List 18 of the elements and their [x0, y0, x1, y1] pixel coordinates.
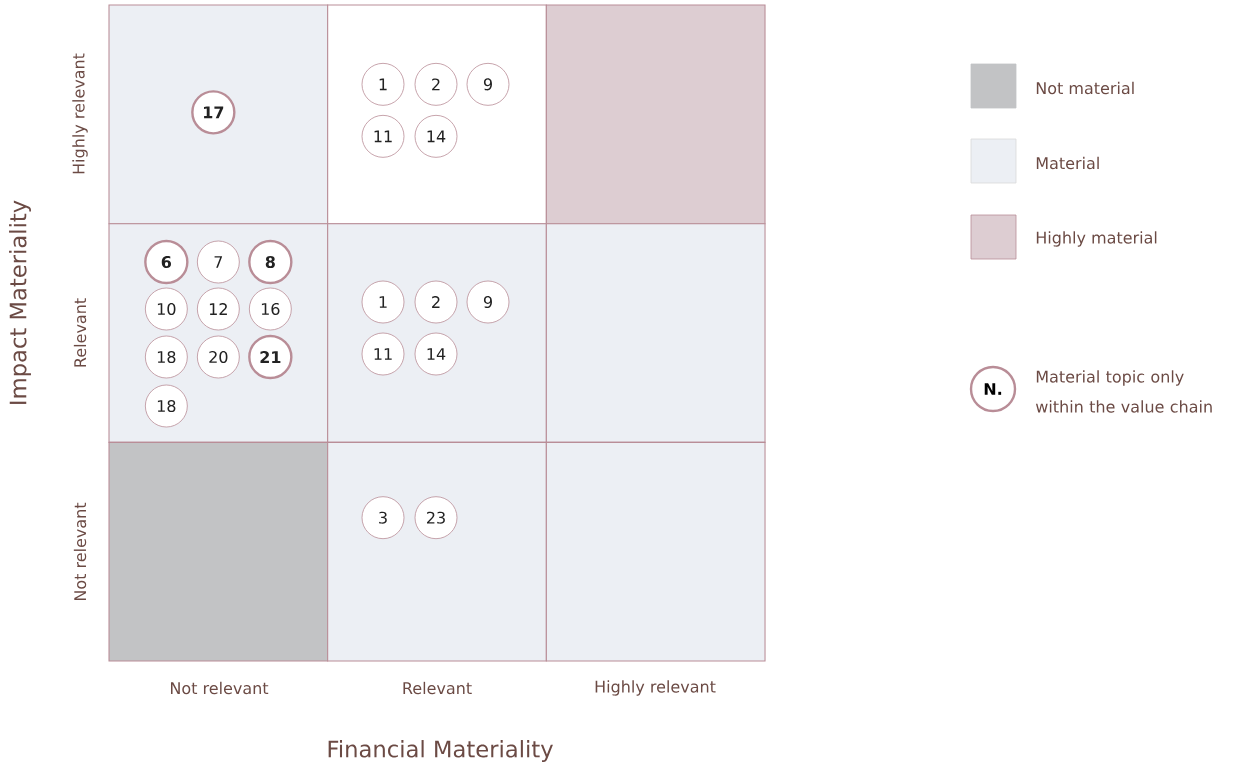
column-label: Not relevant [171, 681, 269, 695]
matrix-cell [108, 441, 329, 662]
column-label: Highly relevant [595, 680, 716, 696]
column-label: Relevant [403, 681, 472, 695]
row-label: Highly relevant [72, 53, 88, 174]
axis-title: Financial Materiality [328, 740, 553, 762]
legend-label: Not material [1036, 81, 1134, 95]
matrix-cell [545, 223, 766, 443]
matrix-cell [545, 4, 766, 225]
matrix-cell [327, 441, 547, 662]
row-label: Relevant [73, 298, 87, 367]
row-label: Not relevant [73, 502, 87, 600]
axis-title: Impact Materiality [9, 200, 31, 404]
legend-label: Highly material [1036, 231, 1157, 247]
matrix-cell [108, 4, 329, 225]
legend-label: Material topic only within the value chain [1035, 370, 1212, 413]
legend-label: Material [1036, 156, 1099, 170]
matrix-cell [545, 441, 766, 662]
